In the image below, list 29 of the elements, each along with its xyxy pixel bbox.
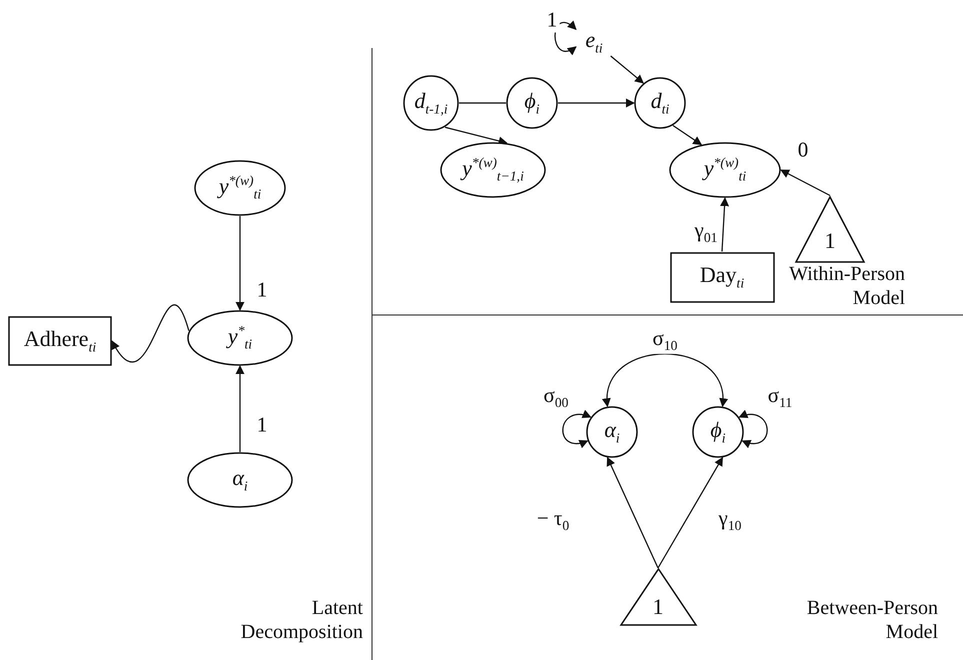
latent-variable-circle: α$_{i}$ bbox=[586, 406, 638, 458]
path-arrow bbox=[558, 98, 635, 108]
panel-title: Within-Person Model bbox=[788, 262, 905, 310]
path-arrow bbox=[112, 305, 190, 362]
path-arrow bbox=[738, 410, 768, 448]
path-arrow bbox=[780, 169, 830, 196]
latent-variable-circle: ϕ$_{i}$ bbox=[692, 406, 744, 458]
path-arrow bbox=[606, 456, 659, 568]
path-arrow bbox=[236, 216, 244, 311]
path-arrow bbox=[236, 365, 244, 452]
constant-triangle: 1 bbox=[620, 568, 696, 626]
constant-triangle: 1 bbox=[795, 196, 865, 262]
observed-variable-box: Day$_{ti}$ bbox=[670, 252, 774, 302]
path-arrow bbox=[657, 456, 724, 568]
observed-variable-box: Adhere$_{ti}$ bbox=[8, 316, 112, 366]
path-arrow bbox=[444, 126, 508, 146]
panel-title: Latent Decomposition bbox=[240, 596, 363, 644]
path-arrow bbox=[720, 197, 730, 252]
panel-title: Between-Person Model bbox=[806, 596, 938, 644]
path-arrow bbox=[610, 56, 644, 84]
path-arrow bbox=[672, 125, 702, 146]
latent-variable-ellipse: α$_{i}$ bbox=[187, 452, 293, 508]
latent-variable-circle: ϕ$_{i}$ bbox=[506, 77, 558, 129]
path-arrow bbox=[562, 410, 592, 448]
error-term: e$_{ti}$ bbox=[576, 28, 612, 56]
path-arrow bbox=[603, 353, 727, 408]
latent-variable-circle: d$_{ti}$ bbox=[634, 77, 686, 129]
path-line bbox=[459, 102, 506, 104]
latent-variable-circle: d$_{t-1,i}$ bbox=[403, 75, 459, 131]
